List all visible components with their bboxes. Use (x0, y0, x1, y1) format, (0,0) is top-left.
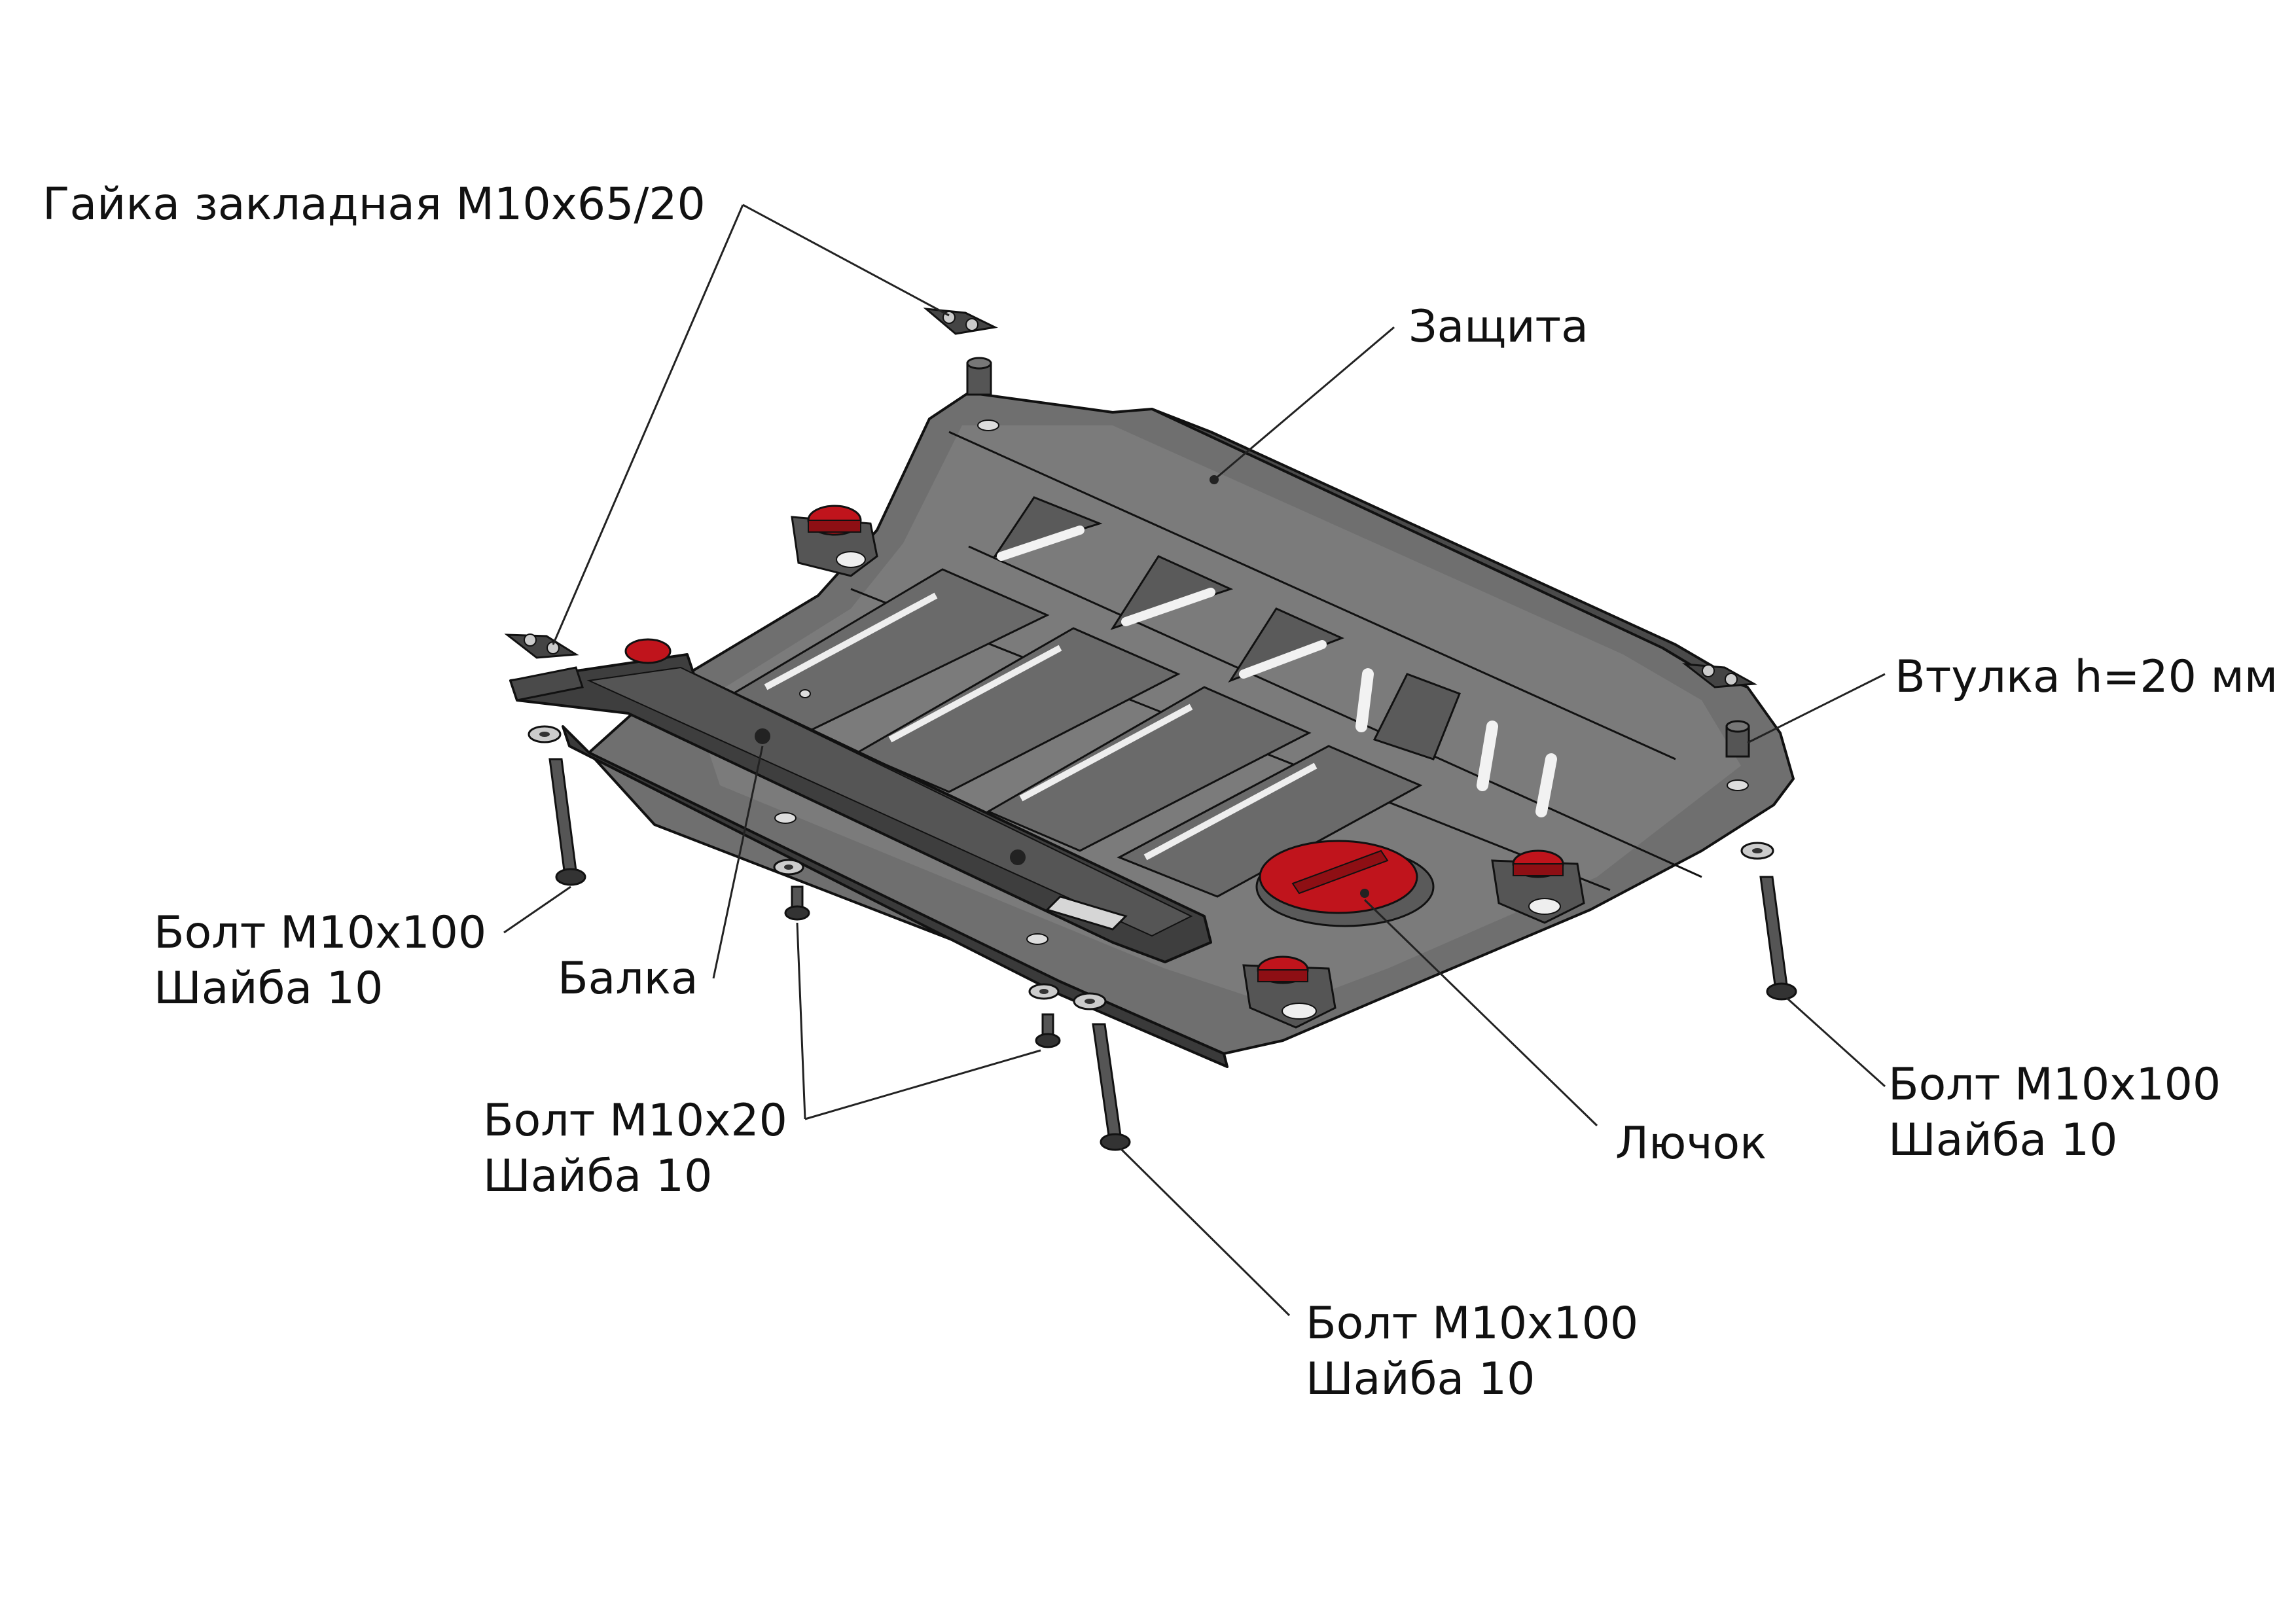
mount-hole-5 (1727, 779, 1749, 791)
panel-slot-3 (1019, 704, 1193, 802)
panel-3 (986, 686, 1312, 852)
leader-zashchita (1213, 326, 1395, 481)
vent-slots (992, 496, 1557, 817)
plate-fold-line-1 (948, 431, 1676, 760)
vent-2-opening (1121, 588, 1215, 626)
hatch-handle (1291, 849, 1389, 895)
leader-balka (712, 745, 764, 979)
mount-hole-2 (799, 689, 811, 698)
label-bolt20-line2: Шайба 10 (483, 1150, 712, 1202)
embedded-nut-left (504, 633, 579, 659)
leader-lines (503, 204, 1886, 1317)
panel-slot-1 (764, 592, 938, 690)
leader-bolt20-b (804, 1049, 1041, 1120)
label-bolt20-line1: Болт М10х20 (483, 1095, 787, 1147)
bolt-right-m10x100 (1740, 842, 1797, 1001)
leader-bolt-bottom (1119, 1147, 1291, 1317)
label-bushing: Втулка h=20 мм (1895, 651, 2278, 703)
embedded-nut-top (923, 308, 998, 335)
bolt-bottom-m10x100 (1073, 992, 1131, 1151)
hatch (1255, 840, 1435, 927)
bolt-m10x20-b (1028, 983, 1061, 1048)
vent-3-opening (1239, 640, 1327, 679)
beam-top-face (586, 666, 1193, 937)
mount-hole-4 (1026, 933, 1049, 945)
beam-bolt-2 (1010, 849, 1026, 865)
plate-front-lip (562, 725, 1229, 1068)
bushing-right (1725, 720, 1750, 758)
mount-block-1 (791, 505, 878, 577)
mount-hole-3 (774, 812, 797, 824)
mount-hole-1 (977, 419, 999, 431)
leader-bolt-right (1785, 997, 1886, 1088)
leader-bolt20-a (796, 922, 806, 1120)
label-protection: Защита (1408, 301, 1588, 353)
beam (509, 653, 1212, 963)
vent-slot-b (1477, 721, 1498, 791)
vent-slot-c (1535, 753, 1557, 817)
panel-slot-4 (1143, 762, 1318, 861)
leader-luchok (1363, 899, 1598, 1127)
label-bolt-left-line1: Болт М10х100 (154, 907, 486, 959)
beam-left-bracket (509, 666, 584, 702)
stamped-panels (730, 568, 1423, 898)
leader-gaika (552, 204, 744, 645)
vent-slot-a (1355, 668, 1374, 732)
beam-bolt-1 (755, 728, 770, 744)
bushing-top (966, 357, 992, 396)
leader-bolt-left (503, 885, 571, 934)
beam-plate (1045, 895, 1128, 931)
beam-body (509, 653, 1212, 963)
embedded-nut-right (1682, 663, 1758, 688)
plate-fold-line-3 (968, 545, 1702, 878)
hatch-screw (1360, 889, 1369, 898)
mount-block-3 (1491, 849, 1585, 924)
vent-4 (1372, 673, 1461, 760)
label-bolt-bottom-line1: Болт М10х100 (1306, 1298, 1638, 1349)
bolt-left-m10x100 (528, 725, 586, 886)
panel-2 (855, 627, 1181, 793)
label-bolt-right-line1: Болт М10х100 (1888, 1059, 2221, 1111)
label-bolt-bottom-line2: Шайба 10 (1306, 1353, 1535, 1405)
label-bolt-left-line2: Шайба 10 (154, 963, 383, 1014)
label-bolt-right-line2: Шайба 10 (1888, 1115, 2117, 1166)
bolt-m10x20-a (773, 859, 810, 921)
labels: Гайка закладная М10х65/20 Защита Втулка … (43, 179, 2278, 1405)
mount-block-2 (624, 638, 672, 664)
label-embedded-nut: Гайка закладная М10х65/20 (43, 179, 706, 230)
mount-block-4 (1242, 955, 1336, 1029)
leader-gaika-2 (742, 204, 950, 317)
panel-slot-2 (888, 645, 1062, 743)
label-beam: Балка (558, 953, 698, 1005)
panel-4 (1117, 745, 1423, 898)
leader-vtulka (1747, 673, 1886, 744)
vent-1-opening (997, 526, 1085, 561)
red-mounts (624, 505, 1585, 1029)
label-hatch: Лючок (1615, 1118, 1767, 1169)
